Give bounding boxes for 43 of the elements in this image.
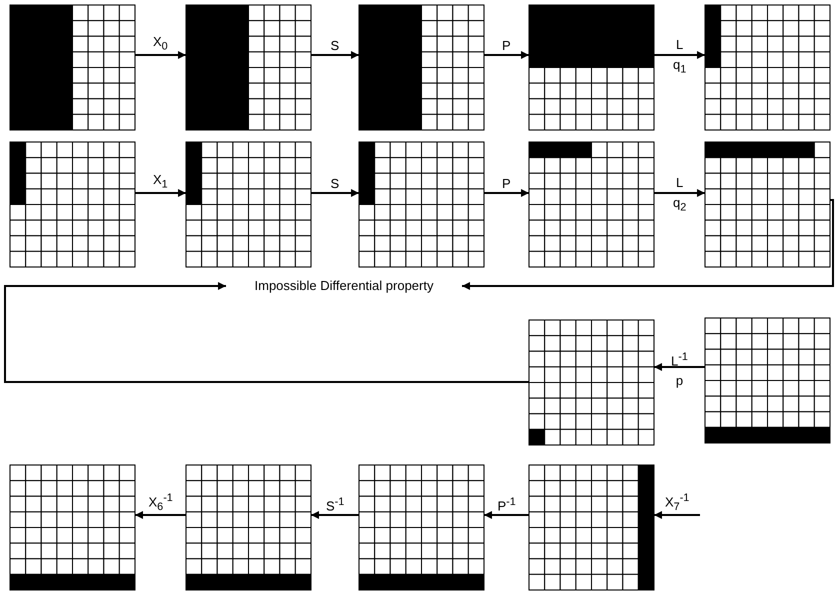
state-grid bbox=[704, 317, 831, 444]
arrow bbox=[135, 189, 186, 197]
arrow bbox=[4, 282, 529, 383]
state-grid bbox=[9, 464, 136, 591]
edge-label: L q$_{2}$ bbox=[673, 174, 686, 216]
arrow bbox=[654, 363, 705, 371]
edge-label: S bbox=[330, 38, 340, 53]
state-grid bbox=[9, 4, 136, 131]
edge-label: L$^{-1}$ p bbox=[671, 350, 688, 390]
arrow bbox=[654, 51, 705, 59]
state-grid bbox=[185, 464, 312, 591]
edge-label: L q$_{1}$ bbox=[673, 36, 686, 78]
state-grid bbox=[528, 4, 655, 131]
edge-label: P bbox=[502, 176, 511, 191]
arrow bbox=[484, 511, 529, 519]
edge-label: X$_{0}$ bbox=[153, 34, 168, 53]
edge-label: X$_{1}$ bbox=[153, 172, 168, 191]
state-grid bbox=[528, 141, 655, 268]
state-grid bbox=[358, 141, 485, 268]
edge-label: P$^{-1}$ bbox=[498, 496, 516, 514]
arrow bbox=[484, 51, 529, 59]
arrow bbox=[654, 189, 705, 197]
arrow bbox=[462, 199, 834, 290]
state-grid bbox=[528, 319, 655, 446]
arrow bbox=[135, 51, 186, 59]
state-grid bbox=[358, 4, 485, 131]
state-grid bbox=[185, 4, 312, 131]
arrow bbox=[311, 51, 359, 59]
arrow bbox=[135, 511, 186, 519]
state-grid bbox=[528, 464, 655, 591]
edge-label: S$^{-1}$ bbox=[326, 496, 344, 514]
edge-label: P bbox=[502, 38, 511, 53]
state-grid bbox=[358, 464, 485, 591]
state-grid bbox=[185, 141, 312, 268]
state-grid bbox=[704, 4, 831, 131]
arrow bbox=[311, 189, 359, 197]
arrow bbox=[311, 511, 359, 519]
state-grid bbox=[704, 141, 831, 268]
arrow bbox=[484, 189, 529, 197]
state-grid bbox=[9, 141, 136, 268]
annotation-text: Impossible Differential property bbox=[226, 276, 462, 296]
edge-label: S bbox=[330, 176, 340, 191]
arrow bbox=[654, 511, 700, 519]
